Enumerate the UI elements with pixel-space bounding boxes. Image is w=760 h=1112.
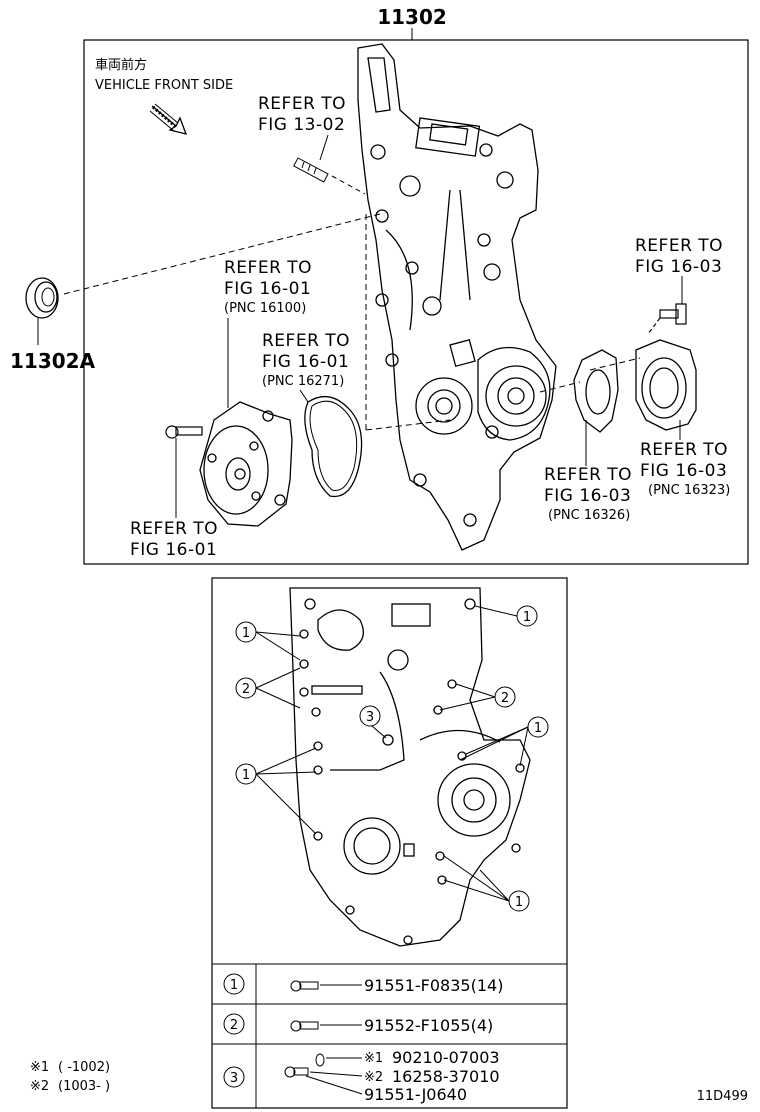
water-pump [199,401,293,527]
svg-text:3: 3 [230,1071,238,1086]
svg-text:REFER TO: REFER TO [224,258,312,278]
callout-2 [235,667,516,711]
bolt [165,425,203,439]
svg-text:FIG 16-01: FIG 16-01 [224,279,311,299]
part-number-11302: 11302 [377,5,447,29]
callout-num: 2 [242,682,250,697]
upper-frame [83,39,749,565]
svg-text:(PNC 16326): (PNC 16326) [548,508,630,523]
svg-text:※2: ※2 [30,1079,49,1094]
vehicle-front-label-en: VEHICLE FRONT SIDE [95,78,233,93]
svg-text:FIG 16-01: FIG 16-01 [262,352,349,372]
part-number: 91551-J0640 [364,1085,467,1104]
front-direction-arrow-icon [149,103,188,135]
gasket [304,395,363,498]
callout-num: 1 [534,721,542,736]
callout-num: 3 [366,710,374,725]
svg-text:REFER TO: REFER TO [635,236,723,256]
svg-text:(1003- ): (1003- ) [58,1079,110,1094]
part-number-11302A: 11302A [10,349,96,373]
ref-label-16-03-bolt: REFER TO FIG 16-03 [635,236,723,277]
callout-num: 2 [501,691,509,706]
ref-label-16-01-pnc16271: REFER TO FIG 16-01 (PNC 16271) [262,331,350,389]
svg-text:※1: ※1 [364,1051,383,1066]
thermostat-gasket [573,349,619,433]
bolt-icon [290,980,319,992]
callout-num: 1 [242,626,250,641]
callout-num: 1 [523,610,531,625]
svg-text:(PNC 16100): (PNC 16100) [224,301,306,316]
ref-label-16-01-bolt: REFER TO FIG 16-01 [130,519,218,560]
ref-leader [299,389,309,403]
bolt-icon [290,1020,319,1032]
oil-seal-11302A [25,213,381,345]
svg-text:1: 1 [230,978,238,993]
ref-label-16-03-pnc16326: REFER TO FIG 16-03 (PNC 16326) [544,465,632,523]
washer-icon [315,1053,325,1067]
bolt [647,303,687,335]
part-number: 16258-37010 [392,1067,500,1086]
ref-label-13-02: REFER TO FIG 13-02 [258,94,346,135]
part-number: 91552-F1055(4) [364,1016,493,1035]
timing-chain-cover [357,43,557,551]
table-row-1: 1 91551-F0835(14) [223,973,503,995]
ref-label-16-03-pnc16323: REFER TO FIG 16-03 (PNC 16323) [640,440,730,498]
dashed-line [365,419,451,431]
svg-text:REFER TO: REFER TO [262,331,350,351]
svg-text:(PNC 16323): (PNC 16323) [648,483,730,498]
callout-3 [359,705,387,739]
callout-num: 1 [515,895,523,910]
svg-text:FIG 16-03: FIG 16-03 [635,257,722,277]
table-row-3: 3 ※1 90210-07003 ※2 16258-37010 91551-J0… [223,1048,500,1104]
svg-text:(PNC 16271): (PNC 16271) [262,374,344,389]
svg-text:FIG 16-03: FIG 16-03 [544,486,631,506]
svg-text:2: 2 [230,1018,238,1033]
svg-text:※2: ※2 [364,1070,383,1085]
note-1: ※1 ( -1002) [30,1060,110,1075]
cover-front-view [289,587,531,947]
lower-frame [211,577,568,1109]
part-number: 90210-07003 [392,1048,500,1067]
svg-text:REFER TO: REFER TO [544,465,632,485]
table-row-2: 2 91552-F1055(4) [223,1013,493,1035]
svg-text:FIG 13-02: FIG 13-02 [258,115,345,135]
svg-text:※1: ※1 [30,1060,49,1075]
svg-text:REFER TO: REFER TO [130,519,218,539]
gasket-inner [309,400,358,492]
water-inlet-housing [635,339,697,431]
ref-leader [319,134,329,161]
note-2: ※2 (1003- ) [30,1079,110,1094]
svg-text:REFER TO: REFER TO [640,440,728,460]
svg-text:REFER TO: REFER TO [258,94,346,114]
part-number: 91551-F0835(14) [364,976,503,995]
dashed-line [539,381,581,393]
stud-bolt [293,157,366,195]
dashed-line [589,357,641,371]
vehicle-front-label-jp: 車両前方 [95,57,147,73]
svg-text:FIG 16-01: FIG 16-01 [130,540,217,560]
callout-1 [235,605,549,912]
callout-num: 1 [242,768,250,783]
bolt-icon [284,1066,309,1078]
svg-text:FIG 16-03: FIG 16-03 [640,461,727,481]
diagram-id: 11D499 [697,1089,748,1104]
ref-label-16-01-pnc16100: REFER TO FIG 16-01 (PNC 16100) [224,258,312,316]
svg-text:( -1002): ( -1002) [58,1060,110,1075]
